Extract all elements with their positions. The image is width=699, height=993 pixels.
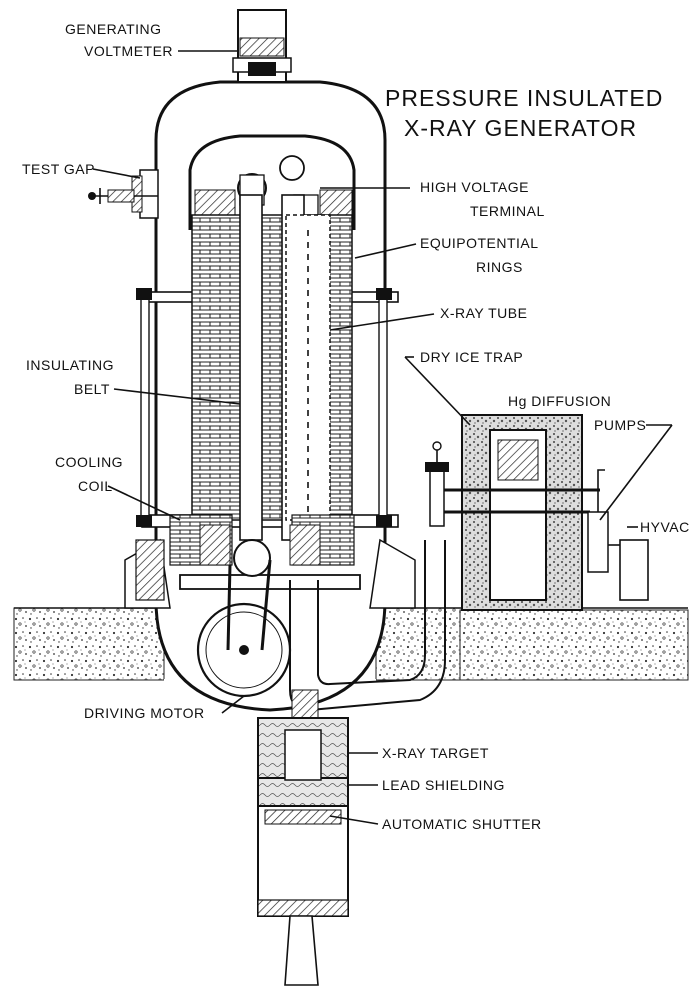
- label-test-gap: TEST GAP: [22, 161, 95, 177]
- title-line-1: PRESSURE INSULATED: [385, 85, 663, 111]
- driving-motor: [196, 539, 292, 698]
- label-xray-tube: X-RAY TUBE: [440, 305, 527, 321]
- label-cooling: COOLING: [55, 454, 123, 470]
- vacuum-line: [289, 540, 446, 721]
- label-driving-motor: DRIVING MOTOR: [84, 705, 205, 721]
- label-hg-diffusion: Hg DIFFUSION: [508, 393, 611, 409]
- label-hyvac: HYVAC: [640, 519, 690, 535]
- label-terminal: TERMINAL: [470, 203, 545, 219]
- label-rings: RINGS: [476, 259, 523, 275]
- generating-voltmeter: [232, 9, 292, 83]
- label-insulating: INSULATING: [26, 357, 114, 373]
- label-automatic-shutter: AUTOMATIC SHUTTER: [382, 816, 542, 832]
- label-generating: GENERATING: [65, 21, 162, 37]
- pump-unit: [425, 414, 649, 611]
- cooling-coil: [169, 514, 355, 566]
- label-lead-shielding: LEAD SHIELDING: [382, 777, 505, 793]
- label-dry-ice-trap: DRY ICE TRAP: [420, 349, 523, 365]
- target-housing: [257, 717, 349, 986]
- label-coil: COIL: [78, 478, 113, 494]
- label-high-voltage: HIGH VOLTAGE: [420, 179, 529, 195]
- accelerating-column: [191, 194, 353, 541]
- base-plate: [179, 574, 361, 590]
- label-equipotential: EQUIPOTENTIAL: [420, 235, 539, 251]
- test-gap: [88, 169, 159, 219]
- label-belt: BELT: [74, 381, 110, 397]
- label-voltmeter: VOLTMETER: [84, 43, 173, 59]
- callouts: GENERATING VOLTMETER TEST GAP HIGH VOLTA…: [22, 21, 690, 832]
- label-xray-target: X-RAY TARGET: [382, 745, 489, 761]
- title-line-2: X-RAY GENERATOR: [404, 115, 637, 141]
- label-pumps: PUMPS: [594, 417, 646, 433]
